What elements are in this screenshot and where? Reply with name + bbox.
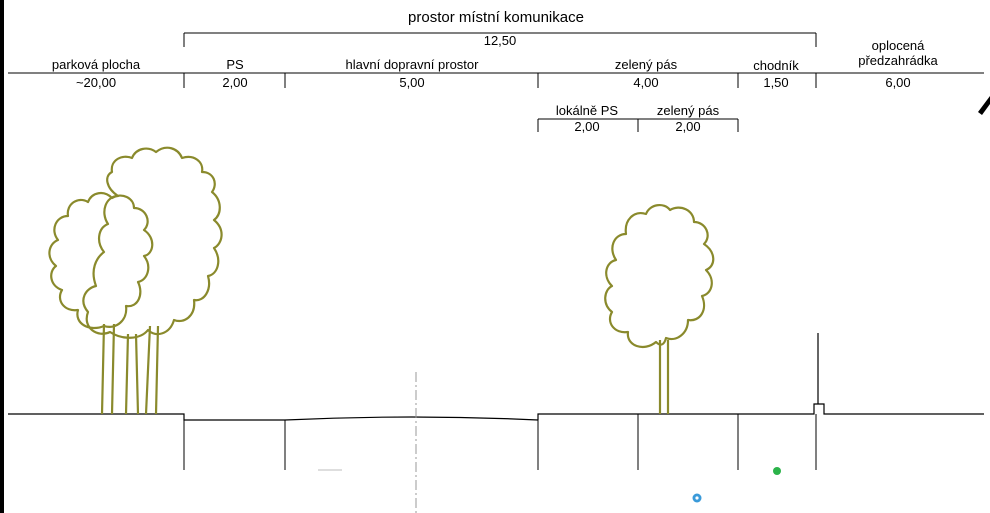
segment-name-hlavni-dopravni-prostor: hlavní dopravní prostor: [345, 57, 479, 72]
segment-name-line2: předzahrádka: [858, 53, 938, 68]
layer-divisions: [183, 414, 817, 470]
segment-dimension-row: [8, 72, 984, 88]
sub-segment-width-lokalne-ps: 2,00: [574, 119, 600, 134]
tree-icon-small-left: [48, 192, 154, 415]
blue-marker-center: [695, 496, 699, 500]
sub-segment-width-zeleny-pas: 2,00: [675, 119, 701, 134]
segment-width-hlavni-dopravni-prostor: 5,00: [399, 75, 425, 90]
segment-name-zeleny-pas: zelený pás: [614, 57, 678, 72]
segment-width-parkova-plocha: ~20,00: [75, 75, 117, 90]
left-frame-border: [0, 0, 4, 513]
total-dimension: [183, 32, 817, 47]
segment-width-ps: 2,00: [222, 75, 248, 90]
segment-width-oplocena-predzahradka: 6,00: [885, 75, 911, 90]
section-title: prostor místní komunikace: [408, 9, 584, 26]
segment-name-parkova-plocha: parková plocha: [51, 57, 141, 72]
ground-profile: [8, 333, 984, 421]
sub-segment-name-lokalne-ps: lokálně PS: [555, 103, 619, 118]
segment-name-oplocena-predzahradka: oplocená předzahrádka: [858, 38, 938, 68]
tree-icon-large-left: [82, 146, 223, 415]
segment-width-zeleny-pas: 4,00: [633, 75, 659, 90]
edge-glyph: [978, 96, 990, 115]
segment-name-chodnik: chodník: [753, 58, 799, 73]
segment-name-line1: oplocená: [871, 38, 925, 53]
sub-segment-name-zeleny-pas: zelený pás: [656, 103, 720, 118]
segment-name-ps: PS: [226, 57, 244, 72]
tree-icon-right: [604, 204, 715, 414]
total-width: 12,50: [483, 33, 517, 48]
green-marker: [773, 467, 781, 475]
sub-dimension-row: [537, 118, 739, 132]
segment-width-chodnik: 1,50: [763, 75, 789, 90]
